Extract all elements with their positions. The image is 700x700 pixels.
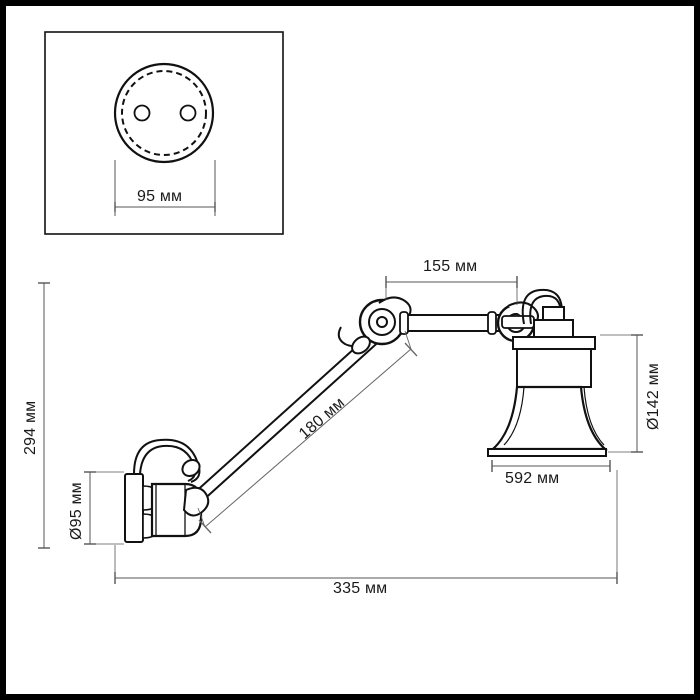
dimension-180	[600, 334, 643, 453]
mount-plate-dashed-circle	[121, 70, 207, 156]
head-cable-inner	[529, 294, 562, 325]
dimension-d142	[491, 460, 611, 472]
mount-plate-outer-circle	[113, 62, 215, 164]
shade-top-collar	[512, 336, 596, 350]
power-cable-outer	[133, 438, 201, 483]
head-cable-outer	[521, 288, 563, 325]
detail-dimension-95	[114, 160, 216, 216]
shade-inner-line-left	[503, 386, 525, 446]
dimension-180-label: Ø142 мм	[645, 363, 662, 430]
shade-stem-block	[533, 319, 574, 339]
shade-rim	[487, 448, 607, 457]
dimension-d95-label: Ø95 мм	[68, 482, 85, 540]
upper-arm-collar-right	[487, 311, 497, 335]
dimension-592-label: 335 мм	[333, 580, 388, 597]
screw-hole-left	[133, 104, 151, 122]
dimension-294-label: 294 мм	[22, 400, 39, 455]
lower-arm-base-hinge	[182, 486, 210, 517]
elbow-knuckle	[351, 335, 371, 355]
shade-cylinder	[516, 348, 592, 388]
lamp-shade	[487, 348, 608, 457]
cable-knuckle	[181, 458, 201, 478]
dimension-294	[38, 282, 50, 549]
dimension-155-label: 155 мм	[423, 258, 478, 275]
shade-inner-line-right	[583, 386, 605, 446]
upper-arm-collar-left	[399, 311, 409, 335]
upper-arm	[399, 311, 505, 335]
wall-plate	[124, 473, 144, 543]
dimension-155	[385, 276, 518, 305]
elbow-wheel-hub	[376, 316, 388, 328]
screw-hole-right	[179, 104, 197, 122]
detail-dimension-95-label: 95 мм	[137, 188, 183, 205]
dimension-335	[197, 330, 418, 534]
dimension-d142-label: 592 мм	[505, 470, 560, 487]
dimension-d95	[84, 471, 124, 545]
dimension-592	[114, 470, 618, 584]
head-link-bar	[501, 315, 535, 329]
